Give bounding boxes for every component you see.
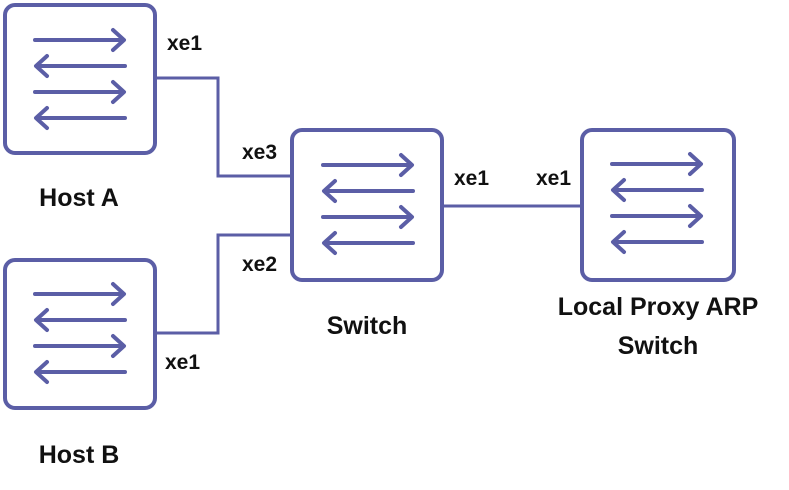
host-b-label: Host B [39,441,120,469]
host-b-device [3,258,157,410]
host-a-label: Host A [39,184,119,212]
switch-label: Switch [327,312,408,340]
port-label-proxy: xe1 [536,167,571,190]
host-a-box [3,3,157,155]
links [155,76,582,335]
host-a-device [3,3,157,155]
switch-box [290,128,444,282]
proxy-box [580,128,736,282]
port-label-switch-xe1: xe1 [454,167,489,190]
port-label-host-b: xe1 [165,351,200,374]
switch-device [290,128,444,282]
port-label-host-a: xe1 [167,32,202,55]
port-label-switch-xe2: xe2 [242,253,277,276]
link-host-a-to-switch [155,76,292,178]
host-b-box [3,258,157,410]
proxy-arp-switch-device [580,128,736,282]
port-label-switch-xe3: xe3 [242,141,277,164]
link-host-b-to-switch [155,233,292,335]
proxy-label-line1: Local Proxy ARP [558,293,759,321]
proxy-label-line2: Switch [618,332,699,360]
